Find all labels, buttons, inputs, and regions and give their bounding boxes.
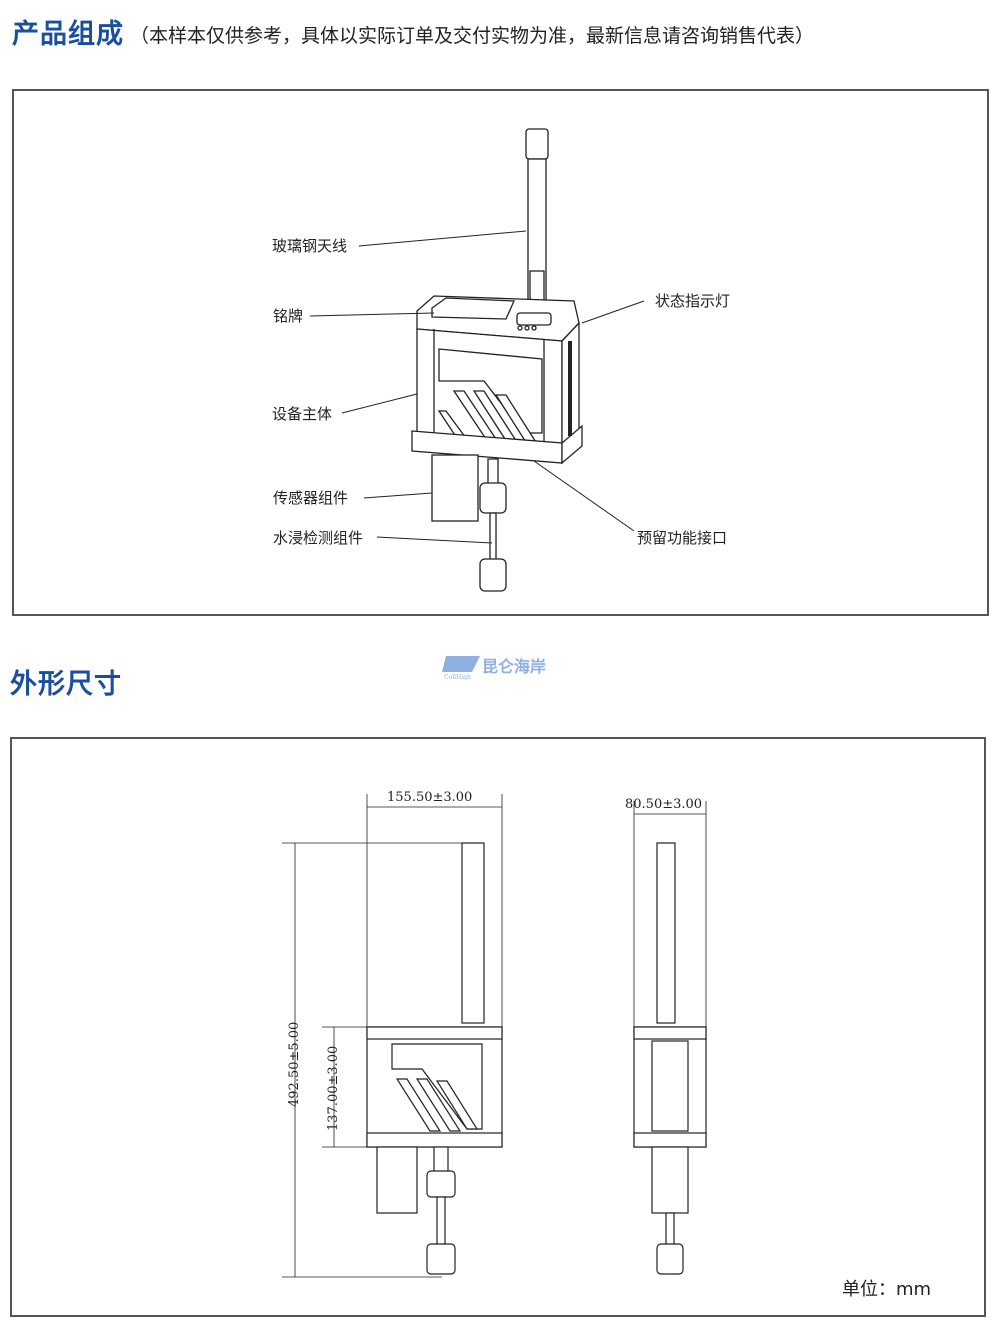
logo-mark [442, 656, 480, 672]
label-water-detection: 水浸检测组件 [273, 529, 363, 547]
device-exploded-drawing: 玻璃钢天线 铭牌 设备主体 传感器组件 水浸检测组件 状态指示灯 预留功能接口 [272, 128, 730, 592]
composition-diagram-frame: 玻璃钢天线 铭牌 设备主体 传感器组件 水浸检测组件 状态指示灯 预留功能接口 [12, 89, 989, 616]
section-title-composition: 产品组成 [12, 19, 124, 50]
company-logo: 昆仑海岸 CollHigh [442, 652, 562, 681]
label-reserved-port: 预留功能接口 [637, 529, 727, 547]
front-antenna [461, 842, 485, 1024]
section-title-dimensions: 外形尺寸 [10, 669, 122, 700]
dim-body-height: 137.00±3.00 [326, 1046, 341, 1131]
antenna-tip [525, 128, 549, 160]
float-top [479, 482, 507, 514]
dim-total-height: 492.50±5.00 [287, 1022, 302, 1107]
leader-lines [309, 230, 645, 544]
label-device-body: 设备主体 [272, 405, 332, 423]
svg-text:昆仑海岸: 昆仑海岸 [482, 657, 546, 676]
disclaimer-note: （本样本仅供参考，具体以实际订单及交付实物为准，最新信息请咨询销售代表） [130, 25, 815, 47]
dim-front-width: 155.50±3.00 [387, 790, 472, 805]
float-bottom [479, 558, 507, 592]
dimension-lines [282, 794, 707, 1278]
label-sensor: 传感器组件 [273, 489, 348, 507]
dim-side-width: 80.50±3.00 [625, 797, 702, 812]
dimensions-diagram-frame: 155.50±3.00 80.50±3.00 492.50±5.00 137.0… [10, 737, 986, 1317]
dimension-drawing: 155.50±3.00 80.50±3.00 492.50±5.00 137.0… [282, 790, 707, 1278]
label-antenna: 玻璃钢天线 [272, 237, 347, 255]
label-status-led: 状态指示灯 [655, 292, 730, 310]
front-sensor [376, 1146, 418, 1214]
sensor-cylinder [431, 454, 479, 522]
side-antenna [656, 842, 676, 1024]
side-sensor [651, 1146, 689, 1214]
svg-text:CollHigh: CollHigh [444, 674, 471, 680]
unit-label: 单位：mm [842, 1279, 932, 1300]
label-nameplate: 铭牌 [273, 307, 303, 325]
